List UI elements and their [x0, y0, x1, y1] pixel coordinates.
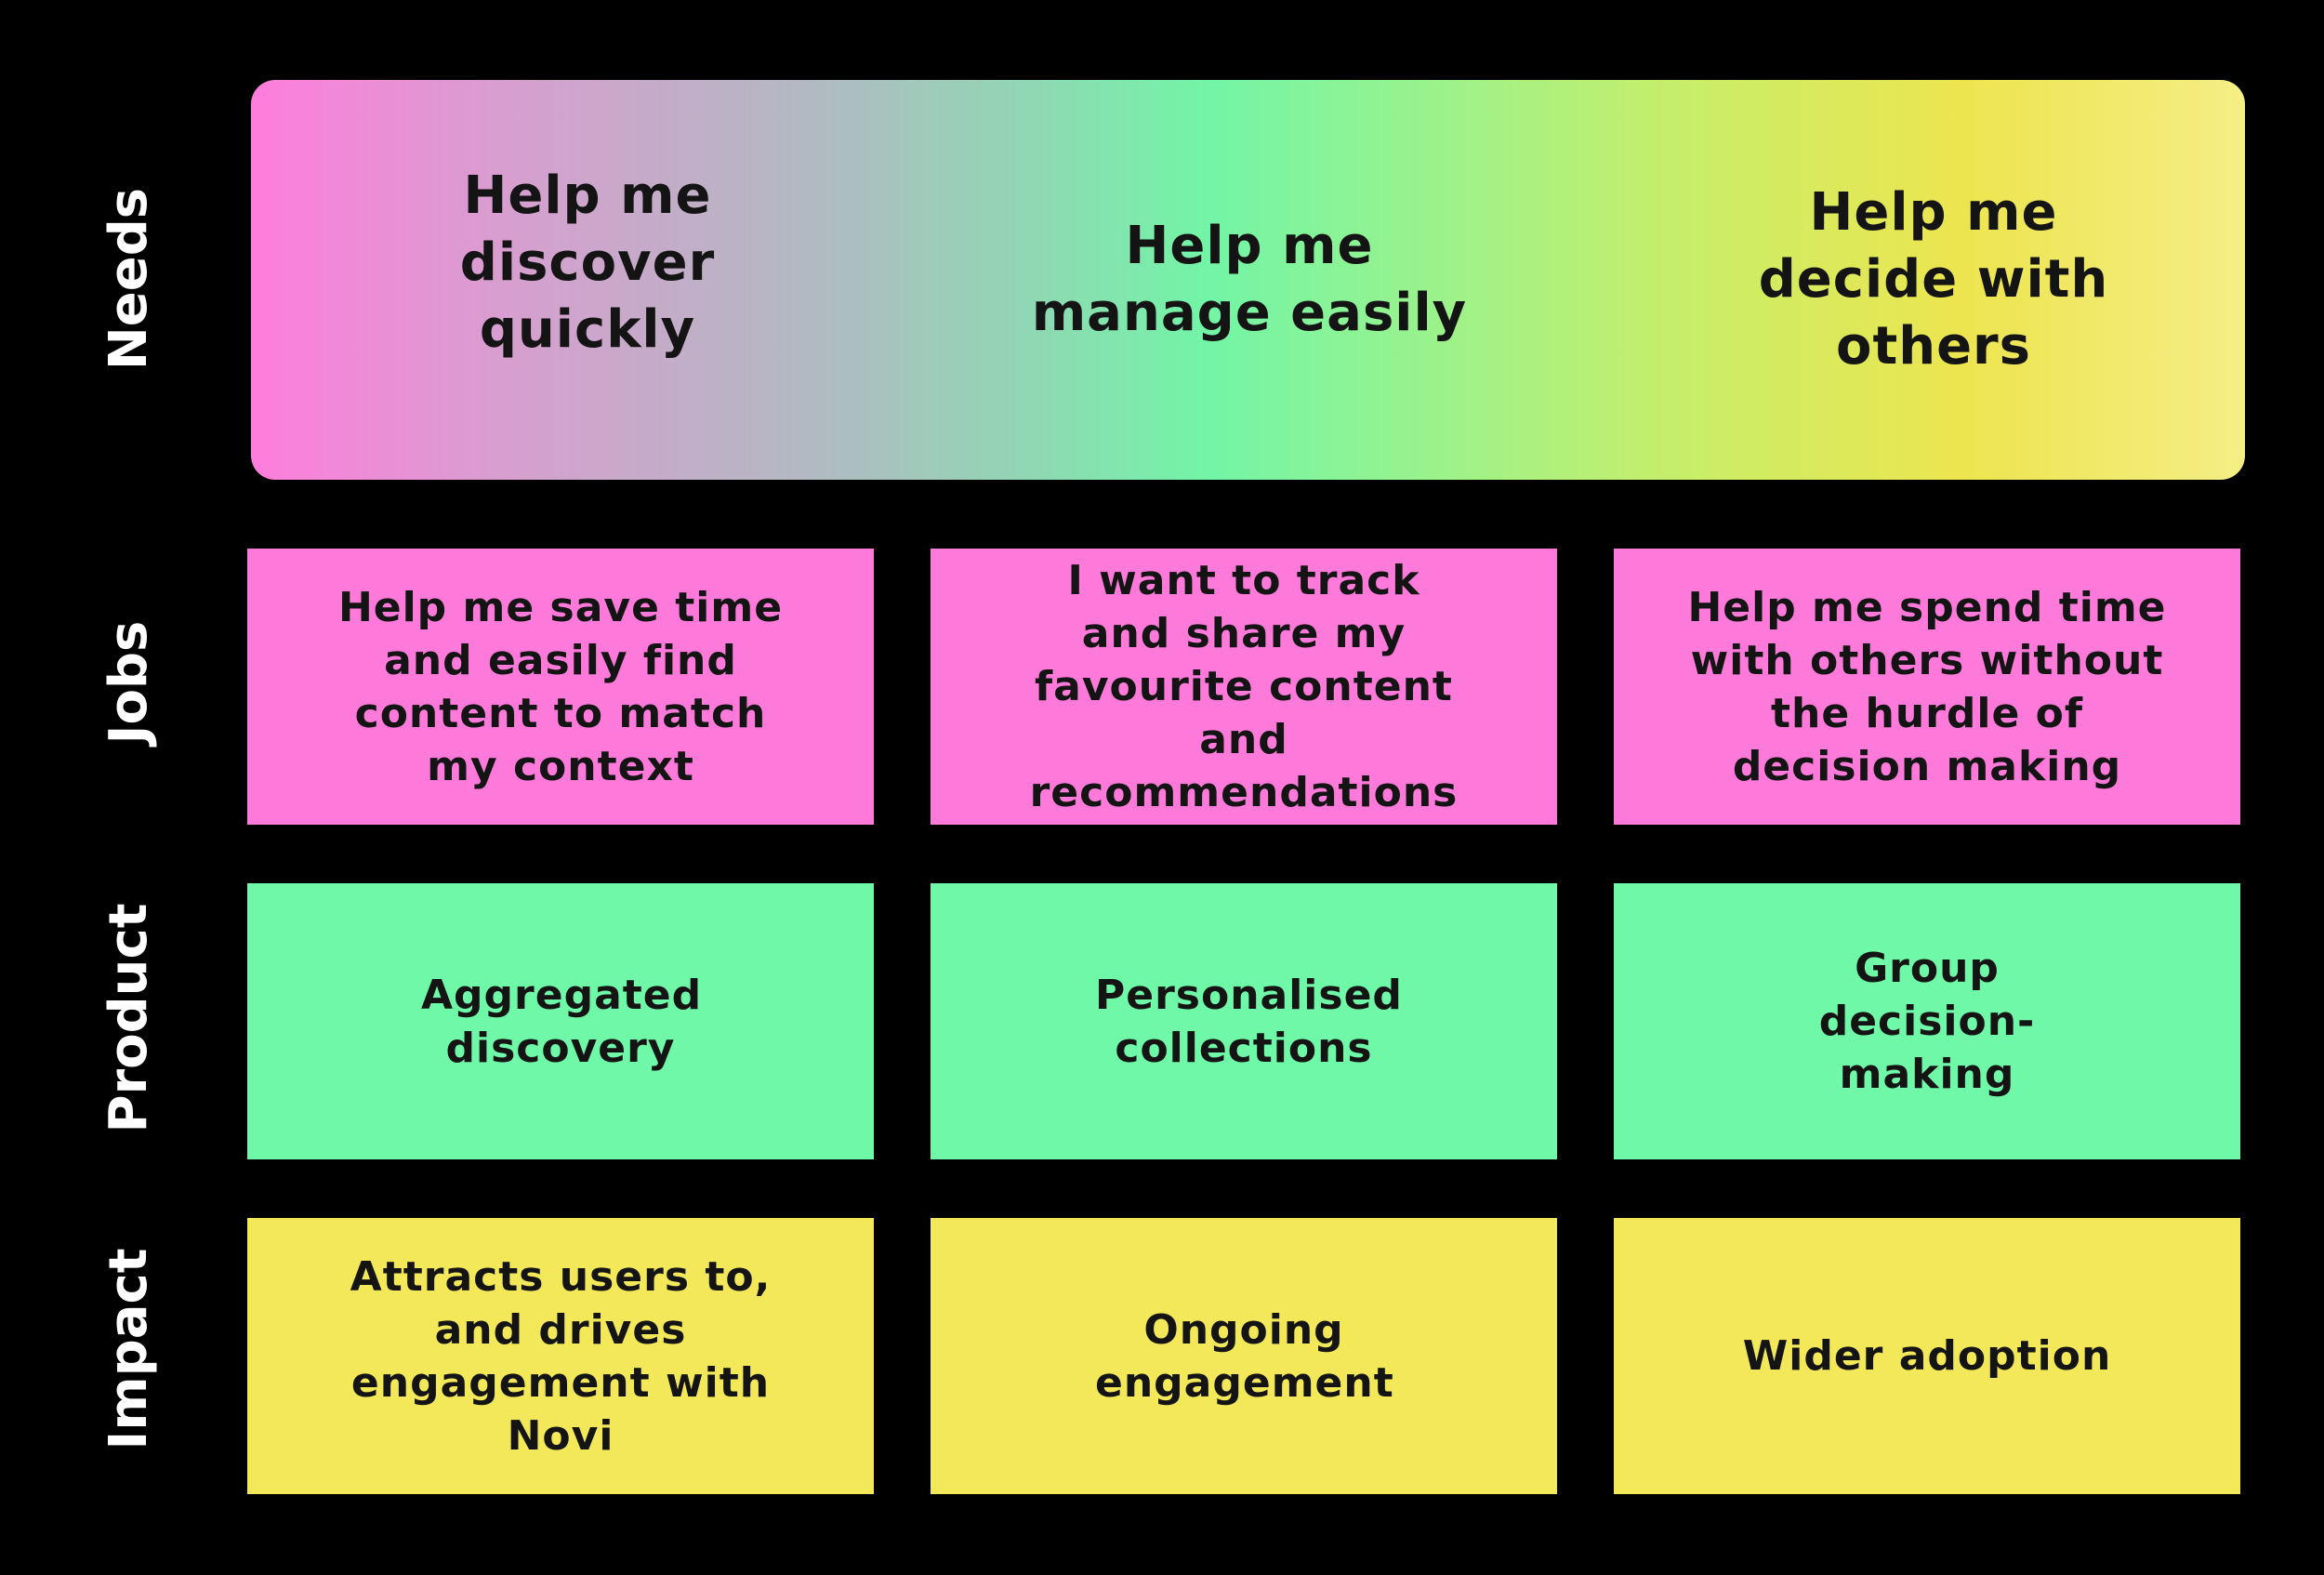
job-card-manage: I want to track and share my favourite c… [931, 549, 1557, 825]
job-card-decide: Help me spend time with others without t… [1614, 549, 2240, 825]
impact-card-ongoing: Ongoing engagement [931, 1218, 1557, 1494]
row-label-needs: Needs [98, 187, 159, 371]
product-card-discovery: Aggregated discovery [247, 883, 874, 1159]
impact-card-attracts: Attracts users to, and drives engagement… [247, 1218, 874, 1494]
job-card-discover: Help me save time and easily find conten… [247, 549, 874, 825]
row-label-jobs: Jobs [98, 620, 159, 745]
impact-card-wider: Wider adoption [1614, 1218, 2240, 1494]
row-label-product: Product [98, 903, 159, 1133]
row-label-impact: Impact [98, 1248, 159, 1450]
need-discover: Help me discover quickly [459, 165, 716, 360]
need-decide: Help me decide with others [1758, 182, 2109, 377]
product-card-group: Group decision-making [1614, 883, 2240, 1159]
need-manage: Help me manage easily [1031, 216, 1468, 343]
needs-band: Help me discover quickly Help me manage … [251, 80, 2245, 480]
product-card-collections: Personalised collections [931, 883, 1557, 1159]
